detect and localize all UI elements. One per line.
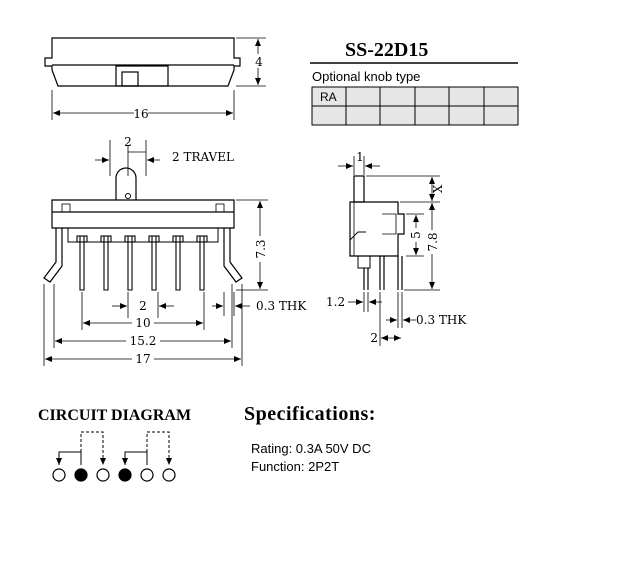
side-thk-label: 0.3 THK [416, 313, 467, 327]
front-view-housing [51, 199, 235, 229]
top-view-body [44, 37, 241, 87]
circuit-contact-left-1 [56, 451, 82, 465]
dim-17-label: 17 [135, 352, 150, 366]
circuit-terminal-open [140, 468, 154, 482]
front-view-left-leg [43, 228, 63, 283]
knob-table-title: Optional knob type [312, 69, 420, 84]
front-view-pin [79, 235, 85, 291]
top-view-knob [121, 71, 139, 87]
specifications-heading: Specifications: [244, 403, 376, 425]
circuit-terminal-filled [74, 468, 88, 482]
top-view-slot [115, 65, 169, 87]
circuit-terminal-open [162, 468, 176, 482]
front-view-pin [151, 235, 157, 291]
side-knob-width-label: 1 [356, 150, 364, 164]
circuit-terminal-open [96, 468, 110, 482]
circuit-contact-left-2 [80, 431, 106, 465]
dim-10-label: 10 [135, 316, 150, 330]
side-pin-pitch-label: 2 [370, 331, 378, 345]
circuit-contact-right-1 [122, 451, 148, 465]
travel-label: 2 TRAVEL [172, 150, 234, 164]
circuit-terminal-filled [118, 468, 132, 482]
front-view-pin [103, 235, 109, 291]
front-view-pin-shoulder [196, 235, 208, 243]
x-label: X [431, 184, 445, 193]
side-view [349, 175, 405, 290]
spec-rating: Rating: 0.3A 50V DC [251, 441, 371, 456]
circuit-diagram [56, 431, 172, 465]
front-view-pins [76, 235, 208, 291]
front-view-pin-shoulder [148, 235, 160, 243]
knob-table: RA [311, 86, 519, 126]
top-view-height-label: 4 [255, 55, 263, 69]
front-view-pin [175, 235, 181, 291]
front-view-pin-shoulder [172, 235, 184, 243]
front-view-pin-shoulder [76, 235, 88, 243]
front-pin-pitch-label: 2 [139, 299, 147, 313]
spec-function: Function: 2P2T [251, 459, 339, 474]
circuit-diagram-heading: CIRCUIT DIAGRAM [38, 407, 191, 424]
front-view-pin-shoulder [100, 235, 112, 243]
circuit-terminal-open [52, 468, 66, 482]
dim-5-label: 5 [409, 231, 423, 239]
dim-15-2-label: 15.2 [130, 334, 157, 348]
circuit-terminals [52, 468, 176, 482]
height-7-3-label: 7.3 [254, 239, 268, 258]
knob-cell-r1c1: RA [320, 90, 337, 104]
circuit-contact-right-2 [146, 431, 172, 465]
front-view-pin [199, 235, 205, 291]
top-view [44, 37, 266, 120]
side-view-knob [353, 175, 365, 203]
front-view [43, 167, 243, 283]
front-view-knob [115, 167, 137, 200]
front-view-right-leg [223, 228, 243, 283]
dim-1-2-label: 1.2 [326, 295, 345, 309]
side-view-dimensions [338, 156, 440, 346]
front-view-pin [127, 235, 133, 291]
front-pitch-top-label: 2 [124, 135, 132, 149]
front-thk-label: 0.3 THK [256, 299, 307, 313]
front-view-dimensions [43, 140, 268, 366]
front-view-pin-shoulder [124, 235, 136, 243]
dim-7-8-label: 7.8 [426, 232, 440, 251]
part-number-title: SS-22D15 [345, 39, 428, 61]
top-view-width-label: 16 [133, 107, 148, 121]
